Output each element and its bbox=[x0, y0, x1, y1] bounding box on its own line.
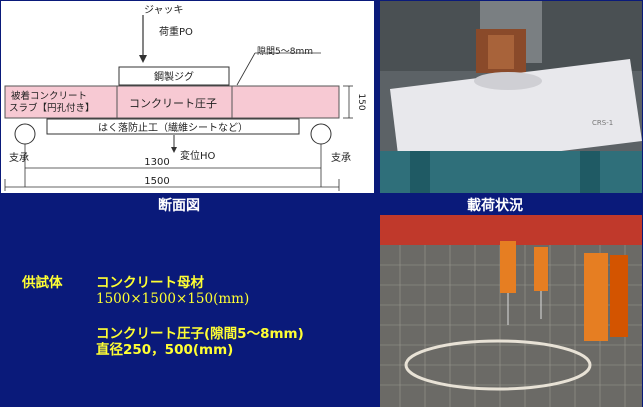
caption-cross-section: 断面図 bbox=[158, 198, 200, 214]
concrete-slab bbox=[4, 85, 340, 119]
steel-jig-label: 鋼製ジグ bbox=[154, 70, 194, 83]
base-material-title: コンクリート母材 bbox=[96, 275, 204, 291]
red-beam bbox=[380, 215, 642, 245]
displacement-label: 変位HO bbox=[180, 149, 216, 162]
gap-leader bbox=[236, 52, 256, 86]
thickness-label: 150 bbox=[356, 93, 366, 110]
plate-mark: CRS-1 bbox=[592, 119, 613, 127]
slab-label-line1: 被着コンクリート bbox=[11, 90, 87, 102]
gauge-middle bbox=[534, 247, 548, 291]
prevention-label: はく落防止工（繊維シートなど） bbox=[98, 121, 248, 134]
jack-label: ジャッキ bbox=[144, 5, 184, 16]
indenter-dims: 直径250，500(mm) bbox=[96, 342, 234, 358]
concrete-specimen bbox=[390, 59, 642, 171]
loading-photo: CRS-1 bbox=[380, 1, 642, 193]
gap-label: 隙間5～8mm bbox=[257, 45, 313, 57]
indenter-title: コンクリート圧子(隙間5～8mm) bbox=[96, 326, 304, 342]
specimen-label: 供試体 bbox=[22, 275, 63, 291]
cross-section-svg: ジャッキ 荷重PO 隙間5～8mm 鋼製ジグ 被着コンクリート スラブ【円孔付き… bbox=[4, 5, 366, 191]
base-material-dims: 1500×1500×150(mm) bbox=[96, 291, 250, 307]
circular-mark bbox=[404, 339, 592, 391]
total-label: 1500 bbox=[144, 176, 169, 187]
caption-loading-state: 載荷状況 bbox=[467, 198, 523, 214]
gauge-right bbox=[584, 253, 608, 341]
support-right-label: 支承 bbox=[331, 152, 351, 164]
gauge-left bbox=[500, 241, 516, 293]
cross-section-diagram: ジャッキ 荷重PO 隙間5～8mm 鋼製ジグ 被着コンクリート スラブ【円孔付き… bbox=[1, 1, 374, 193]
prevention-sheet bbox=[46, 118, 300, 135]
indenter-label: コンクリート圧子 bbox=[129, 97, 217, 110]
load-label: 荷重PO bbox=[159, 25, 193, 38]
slab-label-line2: スラブ【円孔付き】 bbox=[9, 102, 95, 114]
support-roller-left bbox=[14, 123, 36, 145]
support-roller-right bbox=[310, 123, 332, 145]
underside-photo bbox=[380, 215, 642, 407]
support-left-label: 支承 bbox=[9, 152, 29, 164]
span-label: 1300 bbox=[144, 157, 169, 168]
jack-arrowhead bbox=[139, 55, 147, 63]
steel-jig bbox=[118, 66, 230, 86]
